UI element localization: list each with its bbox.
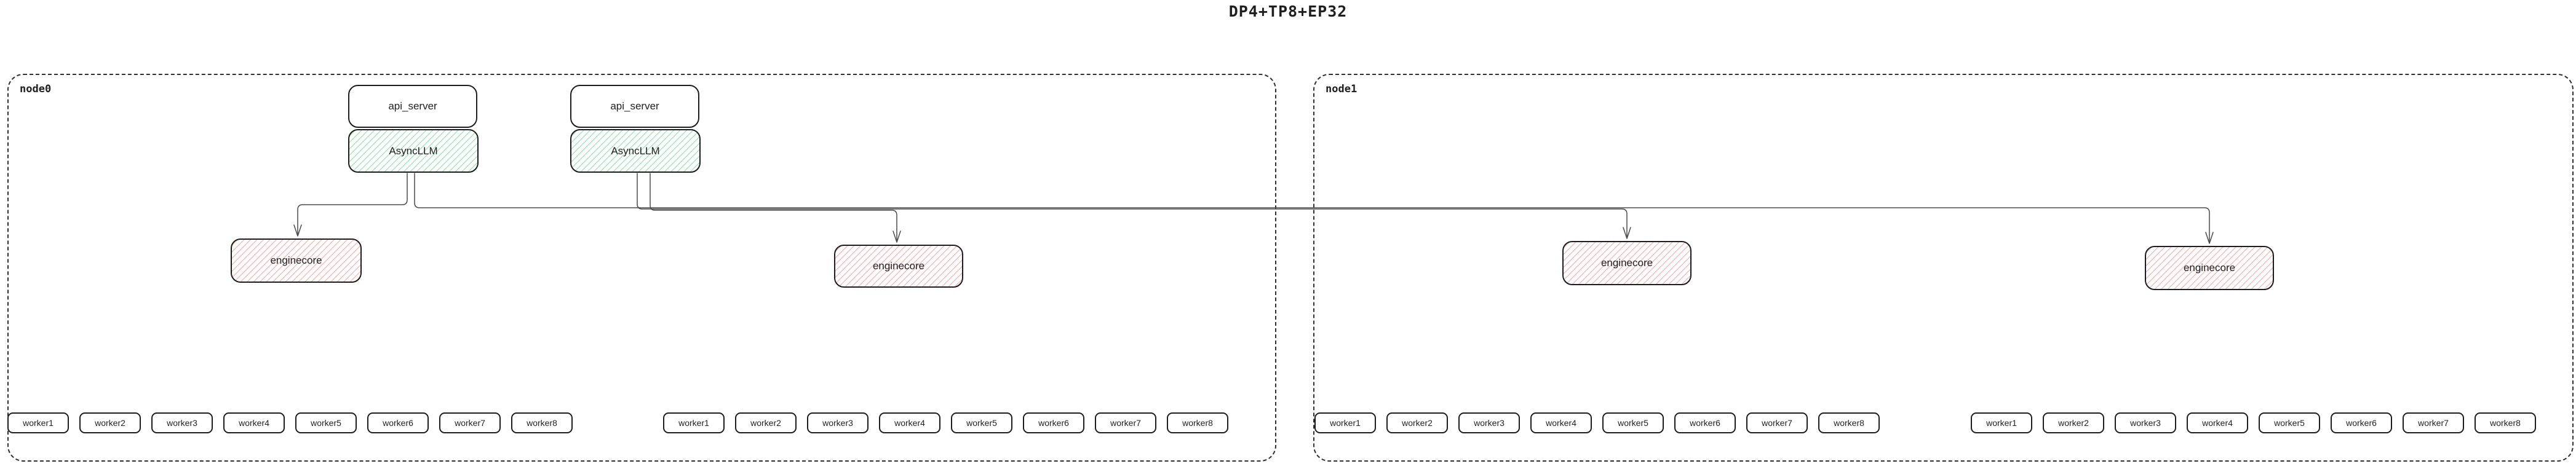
worker-box: worker8 bbox=[511, 412, 573, 433]
api-server-box-2: api_server bbox=[570, 85, 699, 128]
diagram-title: DP4+TP8+EP32 bbox=[1228, 2, 1348, 20]
enginecore-label-1: enginecore bbox=[270, 254, 322, 266]
worker-box: worker1 bbox=[1971, 412, 2032, 433]
worker-group-4: worker1 worker2 worker3 worker4 worker5 … bbox=[1971, 412, 2536, 433]
worker-box: worker8 bbox=[2475, 412, 2536, 433]
worker-box: worker5 bbox=[1602, 412, 1664, 433]
worker-box: worker5 bbox=[295, 412, 357, 433]
worker-box: worker2 bbox=[735, 412, 797, 433]
worker-box: worker3 bbox=[807, 412, 869, 433]
worker-box: worker2 bbox=[2043, 412, 2104, 433]
worker-box: worker5 bbox=[951, 412, 1012, 433]
worker-group-1: worker1 worker2 worker3 worker4 worker5 … bbox=[7, 412, 573, 433]
worker-box: worker3 bbox=[1458, 412, 1520, 433]
enginecore-box-2: enginecore bbox=[834, 245, 963, 288]
worker-box: worker3 bbox=[2115, 412, 2176, 433]
worker-box: worker7 bbox=[1095, 412, 1156, 433]
worker-box: worker1 bbox=[1314, 412, 1376, 433]
enginecore-label-4: enginecore bbox=[2183, 262, 2236, 274]
worker-box: worker1 bbox=[663, 412, 725, 433]
enginecore-label-2: enginecore bbox=[872, 260, 925, 272]
worker-box: worker3 bbox=[151, 412, 213, 433]
worker-group-3: worker1 worker2 worker3 worker4 worker5 … bbox=[1314, 412, 1880, 433]
api-server-box-1: api_server bbox=[348, 85, 477, 128]
worker-box: worker2 bbox=[79, 412, 141, 433]
worker-box: worker6 bbox=[1023, 412, 1084, 433]
enginecore-box-3: enginecore bbox=[1562, 241, 1691, 285]
worker-box: worker4 bbox=[2187, 412, 2248, 433]
async-llm-box-1: AsyncLLM bbox=[348, 129, 479, 173]
worker-box: worker5 bbox=[2259, 412, 2320, 433]
api-server-label-2: api_server bbox=[610, 100, 659, 112]
worker-box: worker4 bbox=[1530, 412, 1592, 433]
enginecore-box-4: enginecore bbox=[2145, 246, 2274, 290]
worker-box: worker1 bbox=[7, 412, 69, 433]
async-llm-box-2: AsyncLLM bbox=[570, 129, 701, 173]
worker-box: worker4 bbox=[879, 412, 940, 433]
worker-box: worker8 bbox=[1167, 412, 1228, 433]
worker-group-2: worker1 worker2 worker3 worker4 worker5 … bbox=[663, 412, 1228, 433]
worker-box: worker6 bbox=[1674, 412, 1736, 433]
worker-box: worker6 bbox=[367, 412, 429, 433]
worker-box: worker8 bbox=[1818, 412, 1880, 433]
node1-container: node1 bbox=[1313, 74, 2574, 462]
worker-box: worker6 bbox=[2331, 412, 2392, 433]
enginecore-label-3: enginecore bbox=[1600, 257, 1653, 269]
worker-box: worker7 bbox=[1746, 412, 1808, 433]
node1-label: node1 bbox=[1326, 83, 1358, 95]
worker-box: worker7 bbox=[2403, 412, 2464, 433]
api-server-label-1: api_server bbox=[388, 100, 437, 112]
node0-label: node0 bbox=[20, 83, 52, 95]
enginecore-box-1: enginecore bbox=[231, 238, 362, 283]
async-llm-label-2: AsyncLLM bbox=[611, 144, 660, 157]
worker-box: worker7 bbox=[439, 412, 501, 433]
async-llm-label-1: AsyncLLM bbox=[389, 144, 438, 157]
node0-container: node0 bbox=[7, 74, 1276, 462]
worker-box: worker2 bbox=[1386, 412, 1448, 433]
worker-box: worker4 bbox=[223, 412, 285, 433]
